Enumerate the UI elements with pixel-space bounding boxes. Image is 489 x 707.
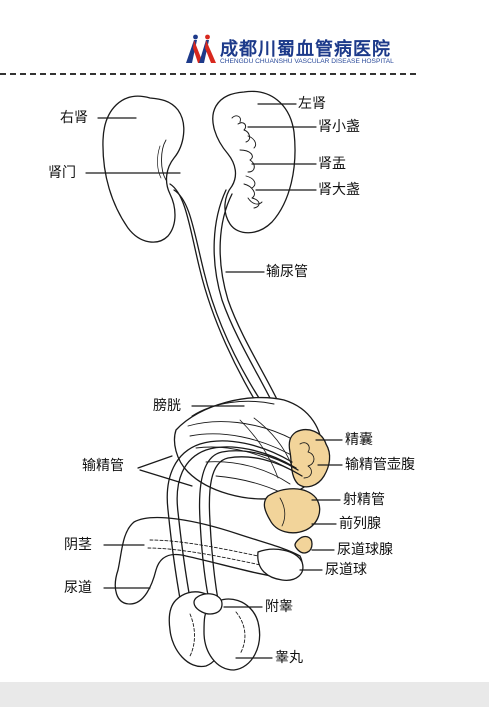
leader-vas-deferens-1: [137, 455, 173, 469]
right-ureter: [169, 183, 263, 413]
label-bladder: 膀胱: [153, 398, 181, 414]
label-penis: 阴茎: [64, 537, 92, 553]
label-left-kidney: 左肾: [298, 96, 326, 112]
prostate-shape: [263, 488, 321, 534]
bottom-band: [0, 682, 489, 707]
label-right-kidney: 右肾: [60, 110, 88, 126]
penis-shape: [114, 516, 303, 605]
right-kidney-shape: [102, 95, 185, 243]
label-vas-ampulla: 输精管壶腹: [345, 457, 415, 473]
label-urethra: 尿道: [64, 580, 92, 596]
vas-deferens-left: [166, 440, 293, 621]
left-ureter: [213, 189, 279, 415]
epididymis-shape: [193, 593, 223, 615]
seminal-vesicle-shape: [288, 429, 331, 488]
label-renal-pelvis: 肾盂: [318, 156, 346, 172]
testis-right-shape: [203, 598, 261, 671]
brand-name-en: CHENGDU CHUANSHU VASCULAR DISEASE HOSPIT…: [220, 58, 394, 65]
header: 成都川蜀血管病医院 CHENGDU CHUANSHU VASCULAR DISE…: [0, 0, 489, 82]
label-testis: 睾丸: [275, 650, 303, 666]
label-prostate: 前列腺: [339, 516, 381, 532]
vas-deferens-right: [198, 450, 299, 621]
label-bulbourethral-gland: 尿道球腺: [337, 542, 393, 558]
double-person-logo-icon: [186, 34, 216, 63]
bulbourethral-gland-shape: [294, 535, 313, 554]
label-ureter: 输尿管: [266, 264, 308, 280]
label-renal-hilum: 肾门: [48, 165, 76, 181]
urethral-bulb-shape: [257, 548, 304, 581]
label-ejaculatory-duct: 射精管: [343, 492, 385, 508]
leader-vas-deferens-2: [139, 469, 193, 487]
label-minor-calyx: 肾小盏: [318, 119, 360, 135]
header-divider: [0, 73, 416, 75]
label-vas-deferens: 输精管: [82, 458, 124, 474]
brand-name: 成都川蜀血管病医院: [220, 39, 391, 60]
label-major-calyx: 肾大盏: [318, 182, 360, 198]
label-epididymis: 附睾: [265, 599, 293, 615]
label-urethral-bulb: 尿道球: [325, 562, 367, 578]
label-seminal-vesicle: 精囊: [345, 432, 373, 448]
